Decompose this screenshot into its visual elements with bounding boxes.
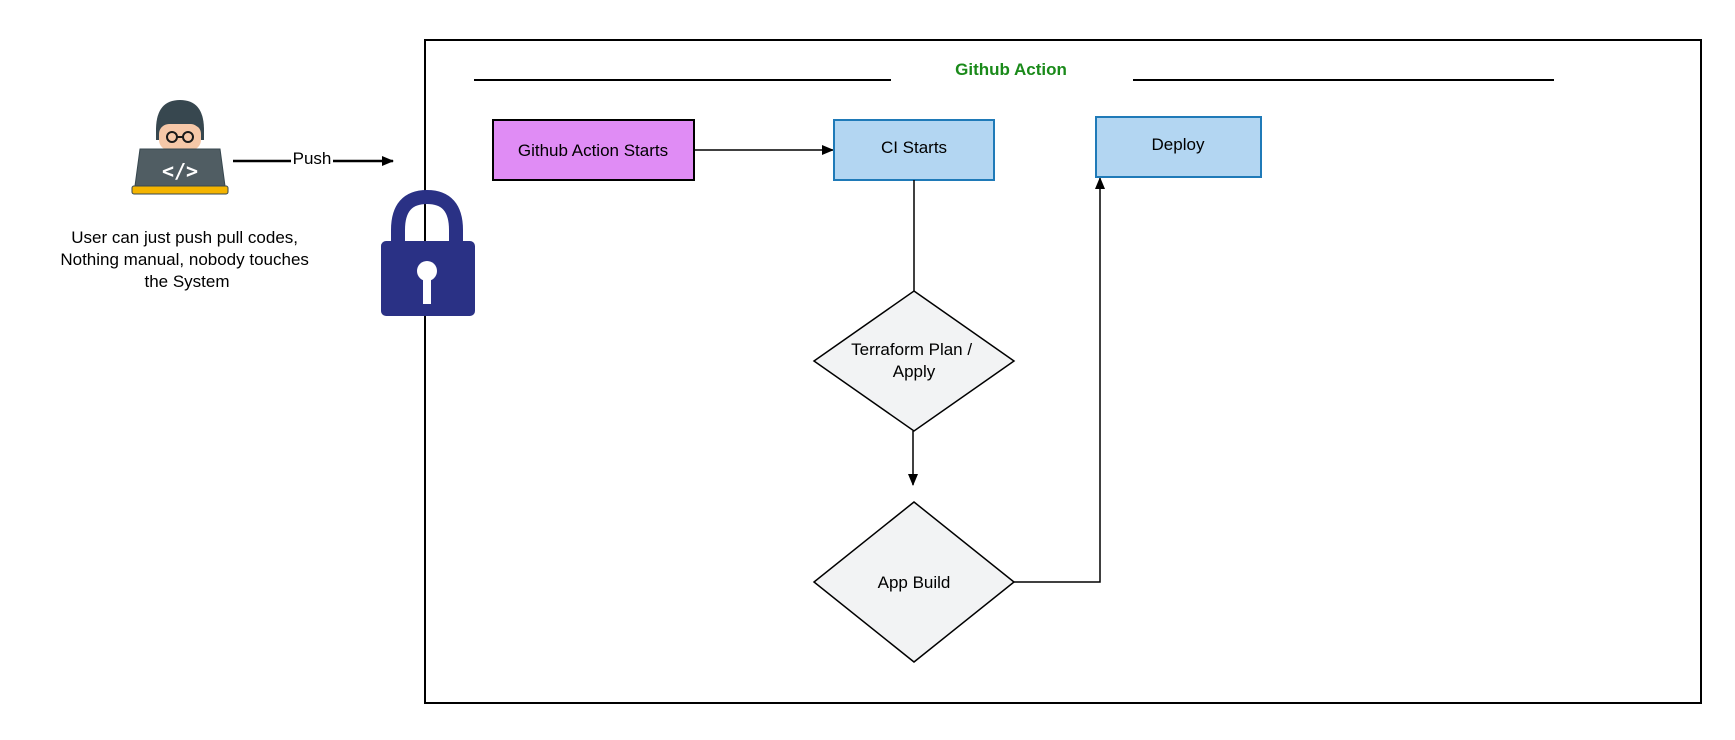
group-title: Github Action xyxy=(955,60,1067,79)
node-ci-starts-label: CI Starts xyxy=(881,138,947,157)
padlock-icon xyxy=(381,189,475,316)
user-caption-line-1: User can just push pull codes, xyxy=(71,228,298,247)
user-caption-line-2: Nothing manual, nobody touches xyxy=(60,250,309,269)
node-app-build xyxy=(812,501,1016,663)
node-ci-starts xyxy=(833,119,995,181)
node-github-action-starts-label: Github Action Starts xyxy=(518,141,668,160)
push-label-bg xyxy=(291,148,333,170)
node-terraform-label: Terraform Plan / Apply xyxy=(851,340,977,381)
developer-laptop-icon: </> xyxy=(131,100,229,195)
user-caption-line-3: the System xyxy=(144,272,229,291)
push-label: Push xyxy=(293,149,332,168)
node-terraform-plan-apply xyxy=(812,290,1016,432)
user-caption: User can just push pull codes, Nothing m… xyxy=(60,228,313,291)
node-deploy-label: Deploy xyxy=(1152,135,1205,154)
node-terraform-label-line-1: Terraform Plan / xyxy=(851,340,972,359)
svg-text:</>: </> xyxy=(162,159,198,183)
node-deploy xyxy=(1095,116,1262,178)
node-app-build-label: App Build xyxy=(878,573,951,592)
node-terraform-label-line-2: Apply xyxy=(893,362,936,381)
edge-build-to-deploy xyxy=(1014,177,1105,583)
github-action-container xyxy=(424,39,1702,704)
